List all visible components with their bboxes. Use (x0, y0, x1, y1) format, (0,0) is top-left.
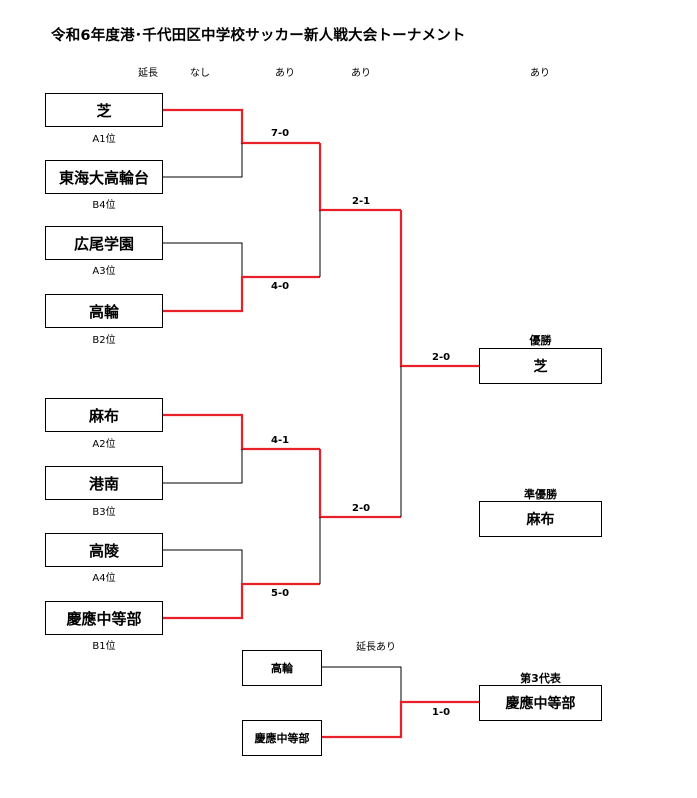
header-final-extension: あり (530, 68, 550, 79)
seed-label: B2位 (92, 335, 116, 346)
header-round3-extension: あり (351, 68, 371, 79)
header-round1-extension: なし (190, 68, 210, 79)
match-score-qf4: 5-0 (271, 588, 290, 599)
seed-label: A1位 (92, 134, 116, 145)
team-box-hiroo-gakuen[interactable]: 広尾学園 (45, 226, 163, 260)
bracket-line (163, 242, 243, 277)
seed-label: B3位 (92, 507, 116, 518)
team-box-shiba[interactable]: 芝 (45, 93, 163, 127)
bracket-line-win (163, 275, 320, 313)
bracket-line (163, 549, 243, 584)
runner-up-box[interactable]: 麻布 (479, 501, 602, 537)
team-box-keio-chutobu[interactable]: 慶應中等部 (45, 601, 163, 635)
header-round2-extension: あり (275, 68, 295, 79)
match-score-qf1: 7-0 (271, 128, 290, 139)
seed-label: A2位 (92, 439, 116, 450)
third-place-label: 第3代表 (520, 672, 561, 685)
team-box-koryo[interactable]: 高陵 (45, 533, 163, 567)
match-score-final: 2-0 (432, 352, 451, 363)
bracket-line-win (399, 210, 479, 368)
bracket-line-win (163, 108, 320, 145)
match-score-qf2: 4-0 (271, 281, 290, 292)
team-box-takanawa[interactable]: 高輪 (45, 294, 163, 328)
team-box-konan[interactable]: 港南 (45, 466, 163, 500)
match-score-sf1: 2-1 (352, 196, 371, 207)
third-place-team-takanawa[interactable]: 高輪 (242, 650, 322, 686)
third-place-box[interactable]: 慶應中等部 (479, 685, 602, 721)
match-score-third-place: 1-0 (432, 707, 451, 718)
bracket-line-win (163, 582, 320, 620)
champion-box[interactable]: 芝 (479, 348, 602, 384)
seed-label: B4位 (92, 200, 116, 211)
bracket-line (163, 449, 243, 484)
runner-up-label: 準優勝 (524, 488, 557, 501)
match-score-qf3: 4-1 (271, 435, 290, 446)
seed-label: A3位 (92, 266, 116, 277)
team-box-azabu[interactable]: 麻布 (45, 398, 163, 432)
third-place-team-keio-chutobu[interactable]: 慶應中等部 (242, 720, 322, 756)
team-box-tokai-takanawadai[interactable]: 東海大高輪台 (45, 160, 163, 194)
seed-label: A4位 (92, 573, 116, 584)
page-title: 令和6年度港･千代田区中学校サッカー新人戦大会トーナメント (51, 28, 466, 44)
third-place-extension-note: 延長あり (356, 642, 396, 653)
bracket-line-win (163, 413, 320, 451)
champion-label: 優勝 (529, 334, 552, 347)
header-extension: 延長 (138, 68, 158, 79)
seed-label: B1位 (92, 641, 116, 652)
bracket-line-win (322, 700, 479, 739)
bracket-line (163, 143, 243, 178)
bracket-line (322, 666, 402, 702)
match-score-sf2: 2-0 (352, 503, 371, 514)
